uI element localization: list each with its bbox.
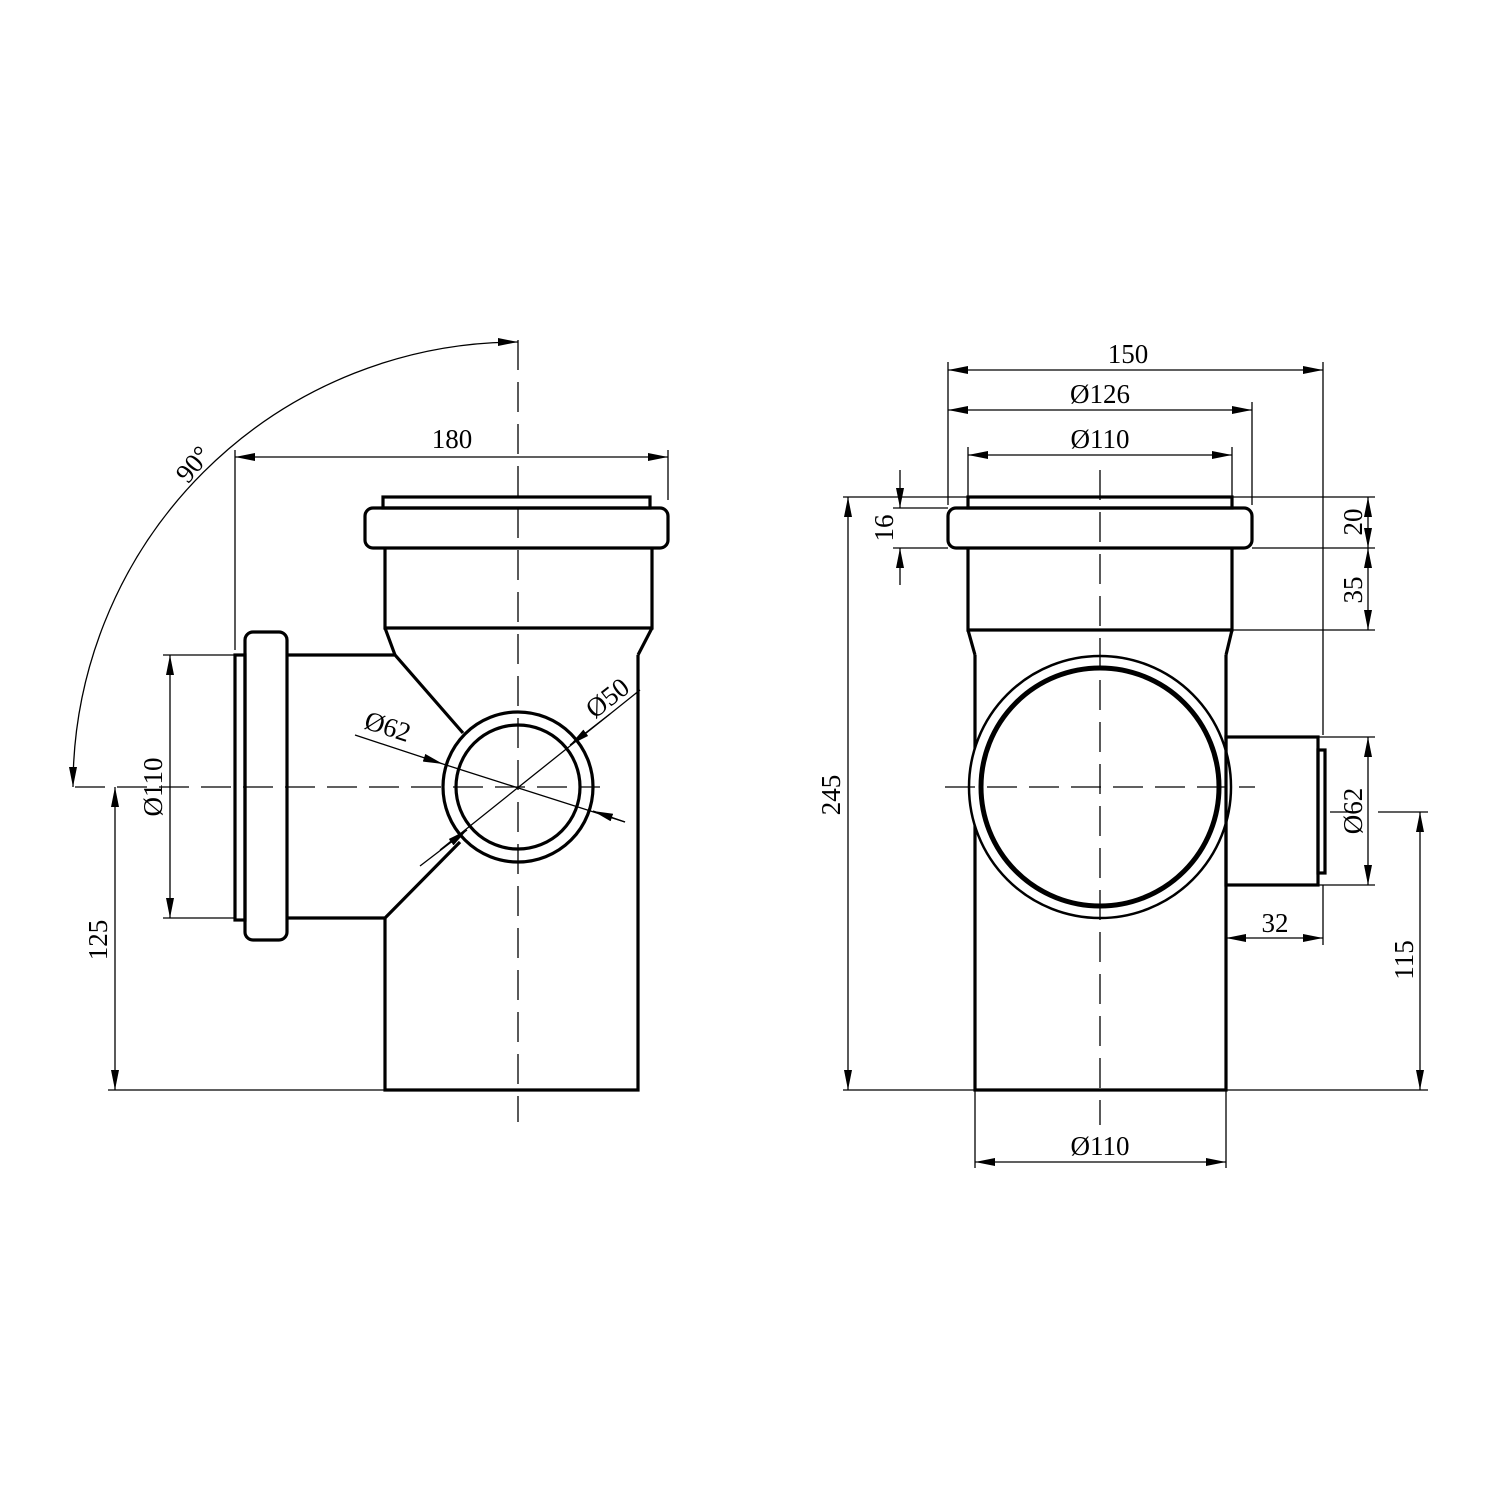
dimension-20: 20 bbox=[1338, 509, 1368, 536]
dimension-socket-inner: Ø110 bbox=[1071, 424, 1130, 454]
dimension-90-degrees: 90° bbox=[169, 440, 216, 488]
dimension-150: 150 bbox=[1108, 339, 1149, 369]
side-view-dimensions: 180 90° Ø110 125 Ø62 Ø50 bbox=[69, 338, 669, 1091]
dimension-outer-port: Ø62 bbox=[361, 705, 414, 748]
dimension-socket-outer: Ø126 bbox=[1070, 379, 1130, 409]
dimension-branch-diameter: Ø110 bbox=[138, 758, 168, 817]
dimension-32: 32 bbox=[1262, 908, 1289, 938]
dimension-115: 115 bbox=[1389, 940, 1419, 980]
dimension-245: 245 bbox=[816, 775, 846, 816]
front-view-body bbox=[946, 495, 1327, 1092]
front-view: 150 Ø126 Ø110 16 245 bbox=[816, 339, 1428, 1168]
front-view-centerlines bbox=[945, 470, 1350, 1125]
dimension-35: 35 bbox=[1338, 577, 1368, 604]
dimension-180: 180 bbox=[432, 424, 473, 454]
dimension-inner-port: Ø50 bbox=[580, 672, 635, 724]
side-view: 180 90° Ø110 125 Ø62 Ø50 bbox=[69, 338, 670, 1122]
front-view-dimensions: 150 Ø126 Ø110 16 245 bbox=[816, 339, 1428, 1168]
dimension-bottom-diameter: Ø110 bbox=[1071, 1131, 1130, 1161]
dimension-side-port: Ø62 bbox=[1338, 788, 1368, 835]
side-view-centerlines bbox=[75, 340, 600, 1122]
side-port bbox=[1224, 735, 1320, 887]
dimension-16: 16 bbox=[869, 515, 899, 542]
side-view-body bbox=[233, 495, 670, 1092]
dimension-125: 125 bbox=[83, 920, 113, 961]
